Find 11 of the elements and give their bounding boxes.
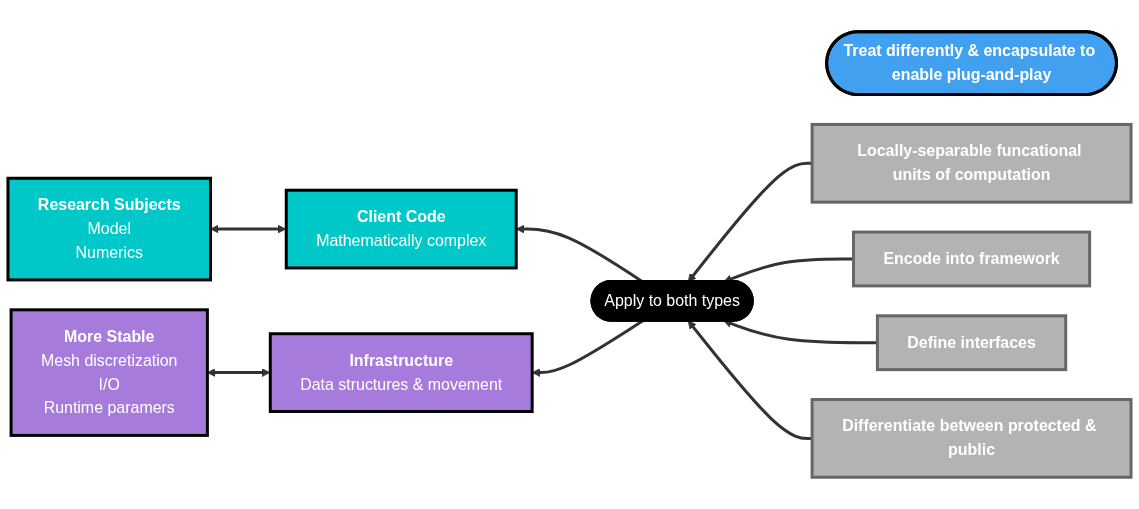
node-box: Define interfaces — [875, 314, 1068, 372]
node-box: Research Subjects Model Numerics — [6, 176, 212, 282]
arrow — [687, 320, 813, 440]
node-box: Client Code Mathematically complex — [284, 188, 518, 270]
node-box: Encode into framework — [852, 230, 1092, 288]
node-box: More Stable Mesh discretization I/O Runtime paramers — [9, 308, 209, 437]
node-box: Infrastructure Data structures & movement — [268, 332, 534, 413]
node-box: Locally-separable funcational units of computation — [810, 122, 1133, 204]
arrow — [210, 224, 287, 234]
node-box: Differentiate between protected & public — [810, 398, 1133, 479]
arrow — [207, 368, 271, 377]
